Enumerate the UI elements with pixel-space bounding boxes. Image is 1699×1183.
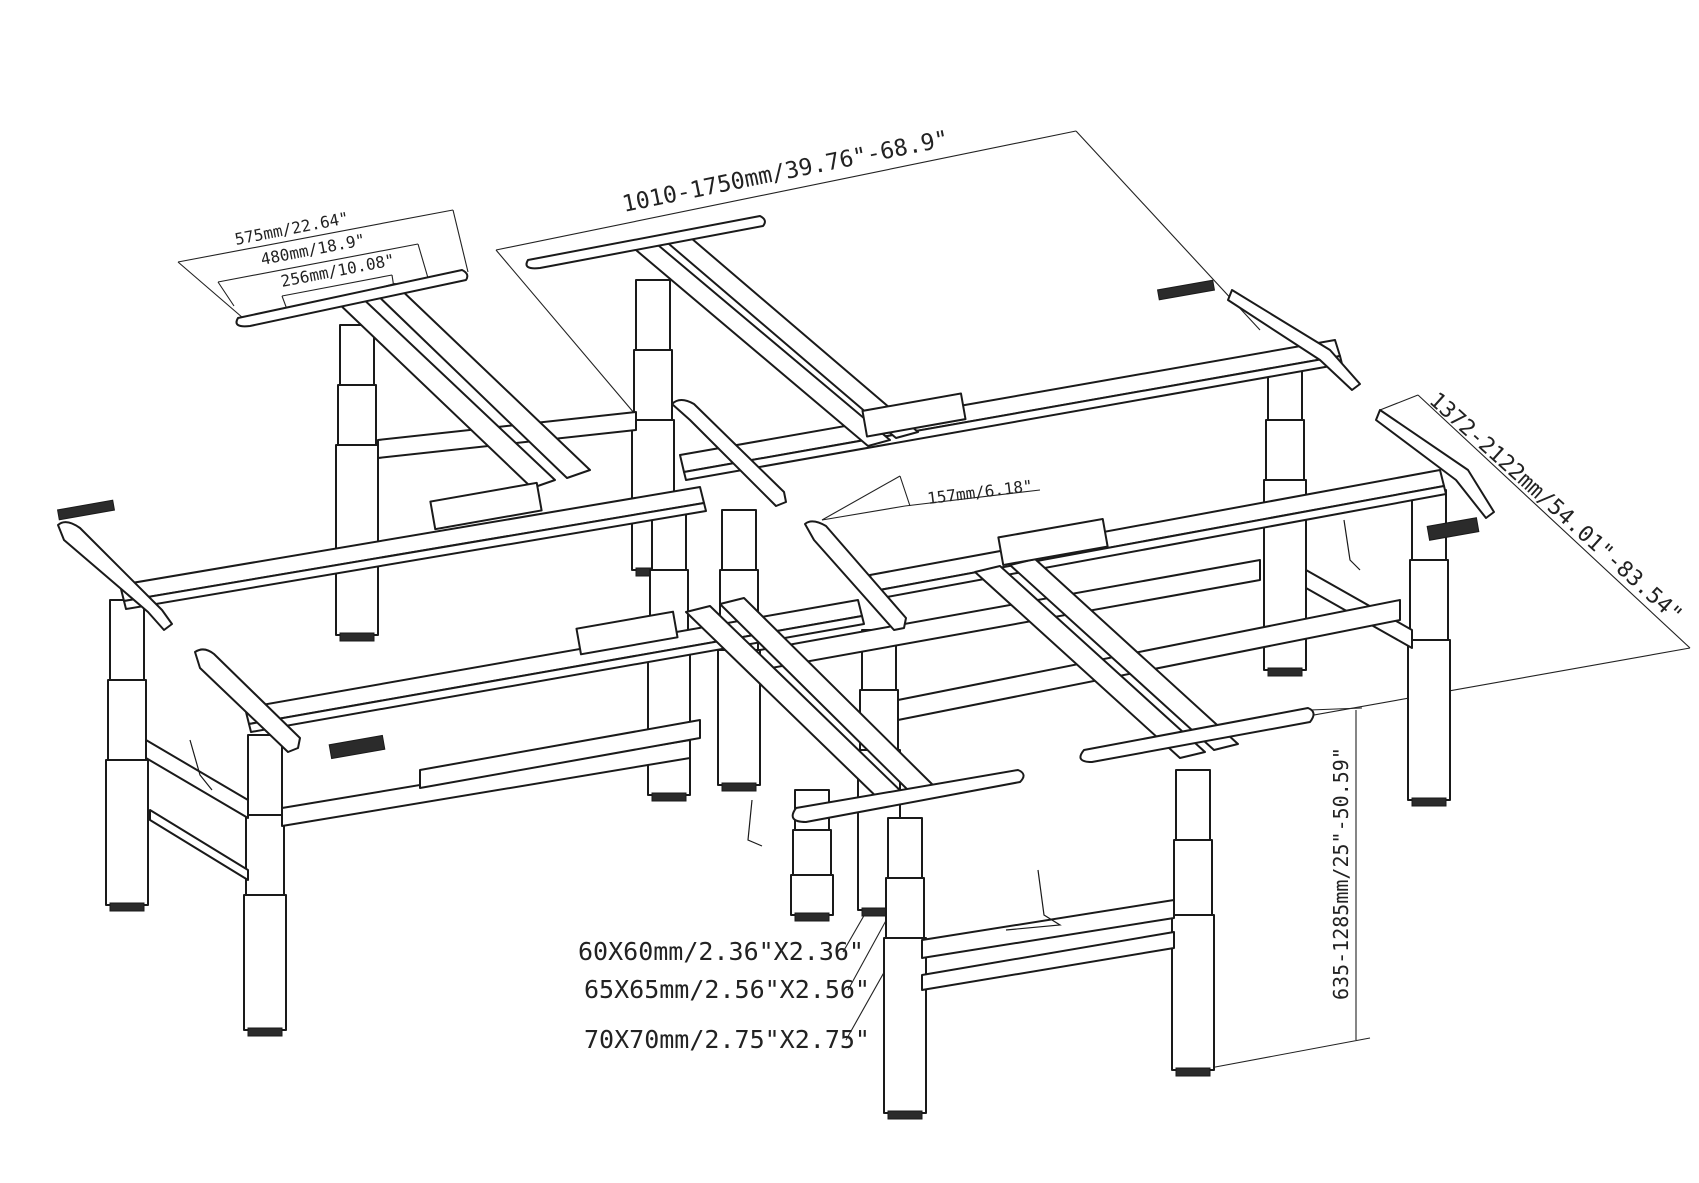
mechanisms (56, 279, 1480, 931)
label-gap: 157mm/6.18" (926, 476, 1033, 508)
label-frame-width: 1010-1750mm/39.76"-68.9" (620, 126, 951, 218)
top-frames (119, 231, 1447, 807)
leg-front-center-back (790, 789, 834, 922)
leg-front-center-main (883, 817, 927, 1120)
leg-front-left-outer (105, 599, 149, 912)
label-column-middle: 65X65mm/2.56"X2.56" (584, 975, 870, 1004)
dimension-lines (177, 130, 1691, 1069)
leg-front-left-inner (243, 734, 287, 1037)
label-height-range: 635-1285mm/25"-50.59" (1329, 747, 1353, 1000)
label-column-top: 60X60mm/2.36"X2.36" (578, 937, 864, 966)
leg-front-right (1171, 769, 1215, 1077)
support-arms (57, 215, 1495, 823)
label-frame-depth: 1372-2122mm/54.01"-83.54" (1424, 388, 1687, 628)
leg-right-back (1407, 489, 1451, 807)
dimension-labels: 1010-1750mm/39.76"-68.9" 575mm/22.64" 48… (233, 126, 1687, 1054)
leg-rear-left (335, 324, 379, 642)
label-column-bottom: 70X70mm/2.75"X2.75" (584, 1025, 870, 1054)
